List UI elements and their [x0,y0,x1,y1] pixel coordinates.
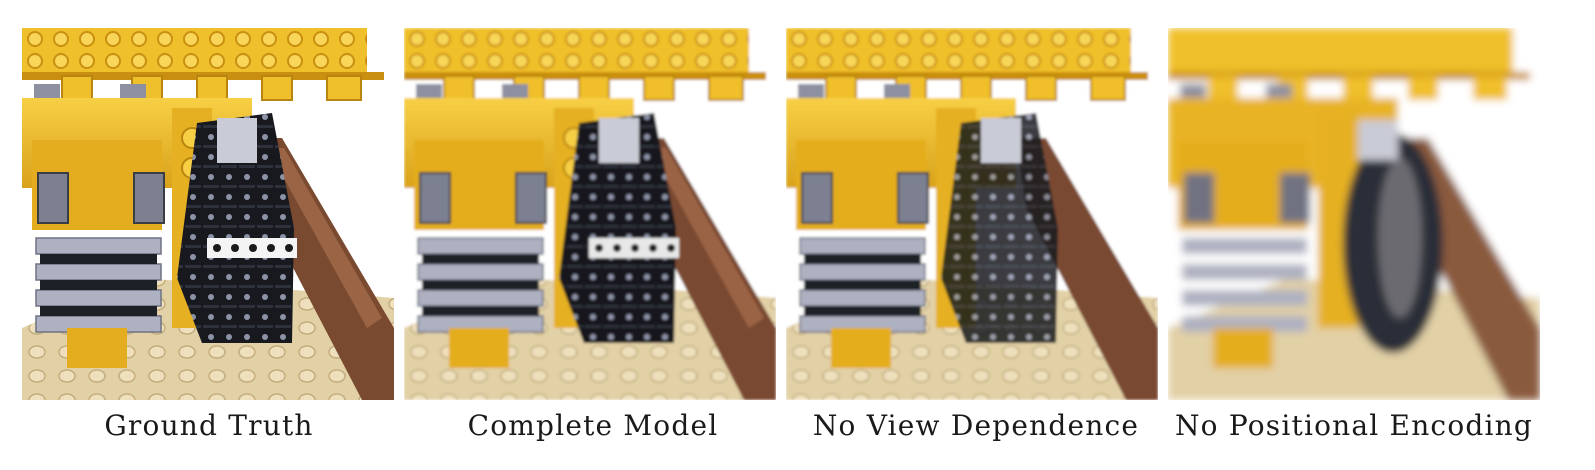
ground-truth-render [22,28,394,400]
caption-ground-truth: Ground Truth [104,409,314,442]
caption-no-positional-encoding: No Positional Encoding [1174,409,1534,442]
no-positional-encoding-render [1168,28,1540,400]
no-view-dependence-render [786,28,1158,400]
lego-bulldozer-image [786,28,1158,400]
caption-no-view-dependence: No View Dependence [812,409,1140,442]
complete-model-render [404,28,776,400]
lego-bulldozer-image [404,28,776,400]
lego-bulldozer-image [22,28,394,400]
caption-complete-model: Complete Model [467,409,719,442]
lego-bulldozer-image [1168,28,1540,400]
